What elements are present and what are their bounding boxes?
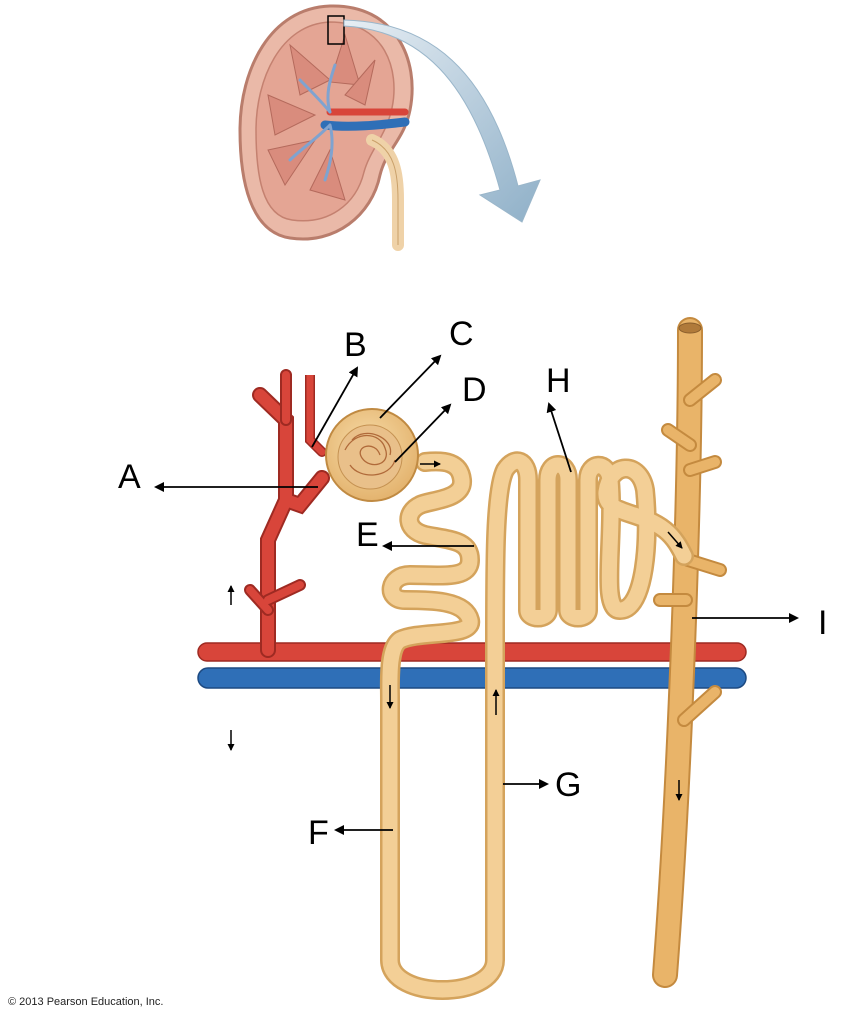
glomerular-capillaries	[344, 432, 396, 476]
label-D: D	[462, 371, 487, 409]
label-C: C	[449, 315, 474, 353]
label-leaders	[154, 354, 799, 835]
arcuate-vein	[197, 667, 747, 689]
duct-opening	[678, 322, 702, 334]
label-I: I	[818, 604, 827, 642]
leader-H	[546, 402, 572, 473]
arcuate-artery	[197, 642, 747, 662]
label-F: F	[308, 814, 329, 852]
collecting-duct	[652, 317, 727, 988]
copyright-notice: © 2013 Pearson Education, Inc.	[8, 996, 164, 1008]
flow-arrow-dct	[667, 531, 683, 549]
leader-B	[311, 366, 358, 448]
renal-tubule	[379, 451, 694, 1000]
label-A: A	[118, 458, 141, 496]
label-G: G	[555, 766, 581, 804]
label-E: E	[356, 516, 379, 554]
interlobular-artery	[244, 369, 330, 658]
label-B: B	[344, 326, 367, 364]
zoom-pointer-arrow	[343, 19, 541, 223]
leader-D	[394, 403, 452, 463]
leader-C	[379, 354, 442, 419]
glomerulus	[337, 424, 403, 490]
label-H: H	[546, 362, 571, 400]
kidney-inset	[238, 4, 414, 251]
inset-selection-box	[327, 15, 345, 45]
renal-corpuscle	[325, 408, 419, 502]
labels: A B C D E F G H I	[118, 315, 827, 852]
renal-vessels	[288, 63, 410, 182]
arcuate-vessels	[197, 642, 747, 689]
flow-arrows	[227, 460, 683, 801]
